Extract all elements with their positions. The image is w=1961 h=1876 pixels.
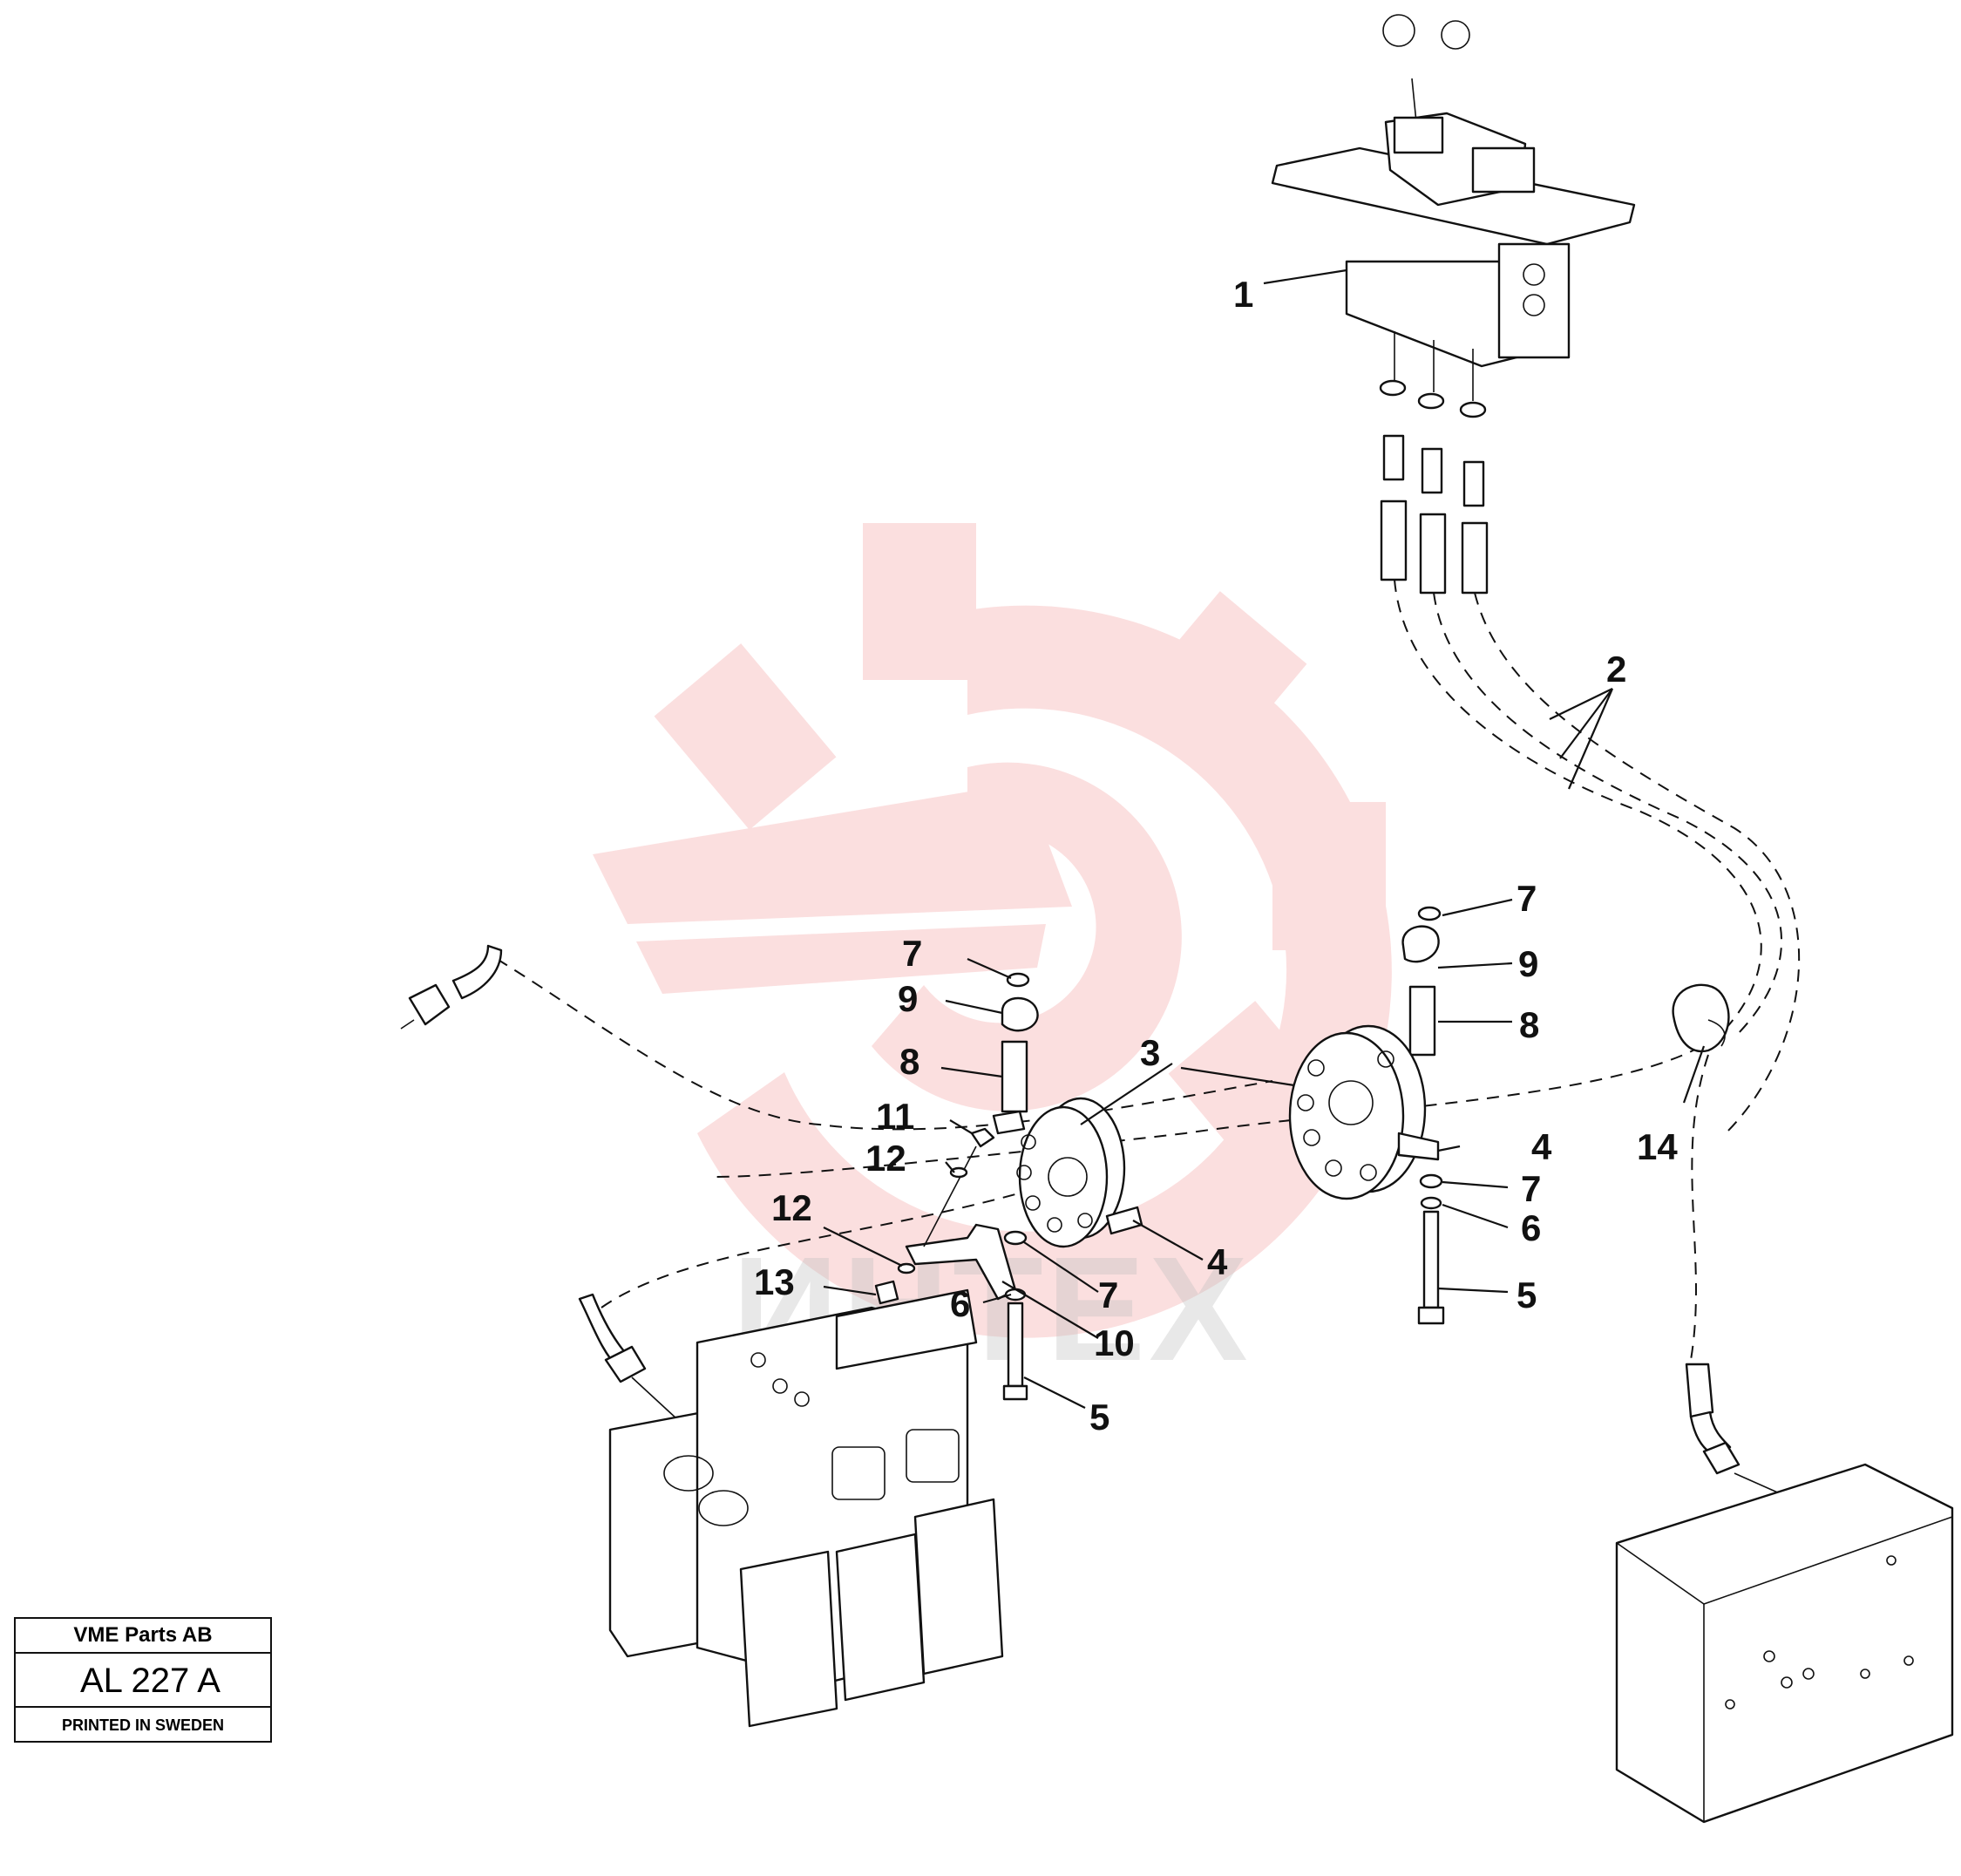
callout-2: 2: [1606, 649, 1626, 690]
callout-5-right: 5: [1517, 1274, 1537, 1315]
callout-12-upper: 12: [865, 1138, 906, 1179]
callout-8-right: 8: [1519, 1004, 1539, 1045]
callout-7-left-bottom: 7: [1098, 1274, 1118, 1315]
hose-fitting-left-top: [400, 944, 503, 1030]
mount-assembly-left: [874, 972, 1143, 1401]
callout-10: 10: [1094, 1322, 1135, 1363]
pilot-control-valve: [1271, 14, 1636, 595]
leader-lines: [823, 268, 1706, 1409]
callout-6-right: 6: [1521, 1207, 1541, 1248]
hose-clamp: [1672, 983, 1730, 1053]
title-printed: PRINTED IN SWEDEN: [61, 1716, 224, 1734]
hydraulic-block-right: [1615, 1363, 1954, 1824]
callout-11: 11: [876, 1096, 914, 1137]
callout-3: 3: [1140, 1032, 1160, 1073]
callout-7-right-bottom: 7: [1521, 1168, 1541, 1209]
hoses: [496, 579, 1801, 1361]
callout-7-left-top: 7: [902, 933, 922, 974]
callout-13: 13: [754, 1261, 795, 1302]
title-block: VME Parts AB AL 227 A PRINTED IN SWEDEN: [14, 1617, 272, 1743]
callout-9-left: 9: [898, 978, 918, 1019]
callout-12-lower: 12: [771, 1187, 812, 1228]
callout-4-right: 4: [1531, 1126, 1552, 1167]
callout-8-left: 8: [899, 1041, 919, 1082]
watermark-logo: [593, 523, 1392, 1338]
callout-14: 14: [1637, 1126, 1678, 1167]
title-drawing-number: AL 227 A: [16, 1654, 270, 1708]
callout-7-right-top: 7: [1517, 878, 1537, 919]
title-company: VME Parts AB: [16, 1619, 270, 1654]
callout-4-left: 4: [1207, 1241, 1228, 1282]
mount-assembly-right: [1288, 906, 1445, 1325]
control-valve-block: [578, 1288, 1004, 1728]
callout-1: 1: [1233, 274, 1253, 315]
callouts: 1 2 3 4 4 5 5 6 6 7 7 7 7 8 8 9 9 10 11 …: [754, 274, 1678, 1438]
callout-5-left: 5: [1089, 1397, 1109, 1438]
callout-6-left: 6: [950, 1283, 970, 1324]
callout-9-right: 9: [1518, 943, 1538, 984]
